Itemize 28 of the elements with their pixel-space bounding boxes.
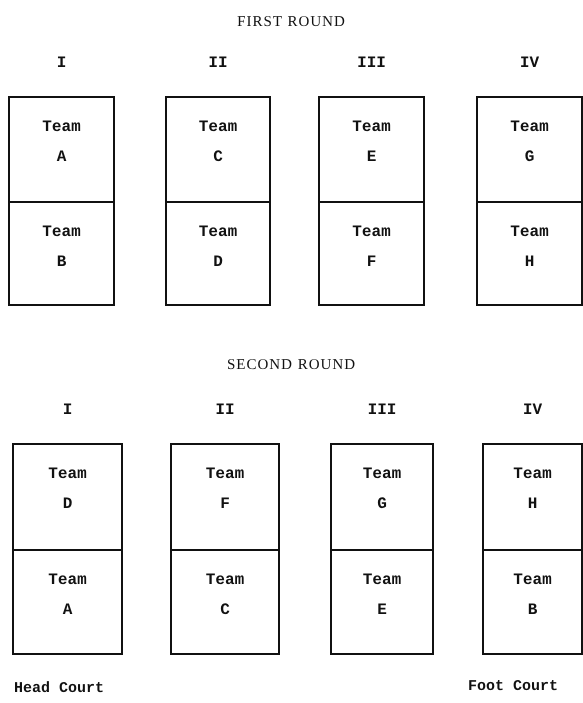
team-label: Team C <box>204 570 246 621</box>
team-label: Team A <box>47 570 88 621</box>
team-label: Team G <box>362 464 402 515</box>
court-end-label: Head Court <box>14 680 104 697</box>
team-label: Team H <box>509 222 550 273</box>
team-label: Team G <box>509 117 550 168</box>
round-heading: SECOND ROUND <box>226 357 356 373</box>
team-label: Team A <box>41 117 82 168</box>
team-label: Team E <box>362 570 402 621</box>
court-number: III <box>357 54 386 72</box>
team-label: Team D <box>47 464 88 515</box>
team-label: Team E <box>351 117 392 168</box>
team-label: Team D <box>198 222 238 273</box>
court-number: II <box>215 401 235 419</box>
court-number: I <box>62 401 72 419</box>
court-end-label: Foot Court <box>468 678 558 695</box>
team-label: Team F <box>204 464 246 515</box>
team-label: Team B <box>41 222 82 273</box>
team-label: Team H <box>512 464 553 515</box>
court-number: IV <box>522 401 542 419</box>
court-number: III <box>368 401 396 419</box>
round-heading: FIRST ROUND <box>237 14 346 30</box>
court-number: IV <box>520 54 540 72</box>
team-label: Team B <box>512 570 553 621</box>
team-label: Team F <box>351 222 392 273</box>
court-number: II <box>208 54 228 72</box>
court-number: I <box>56 54 66 72</box>
team-label: Team C <box>198 117 238 168</box>
